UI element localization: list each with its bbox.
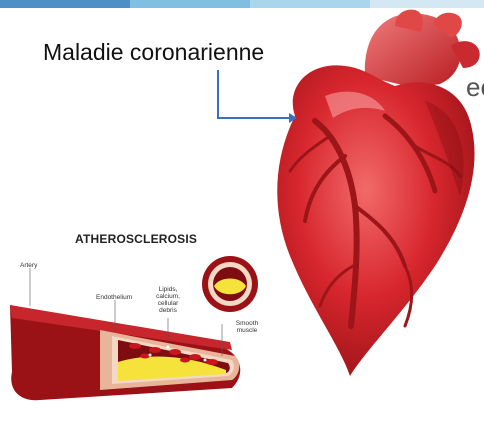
coronary-disease-label: Maladie coronarienne bbox=[43, 39, 264, 66]
endothelium-label: Endothelium bbox=[96, 294, 132, 301]
artery-label: Artery bbox=[20, 262, 37, 269]
smooth-muscle-label: Smooth muscle bbox=[232, 320, 262, 334]
artery-illustration bbox=[0, 222, 270, 423]
lipids-label: Lipids, calcium, cellular debris bbox=[148, 286, 188, 314]
